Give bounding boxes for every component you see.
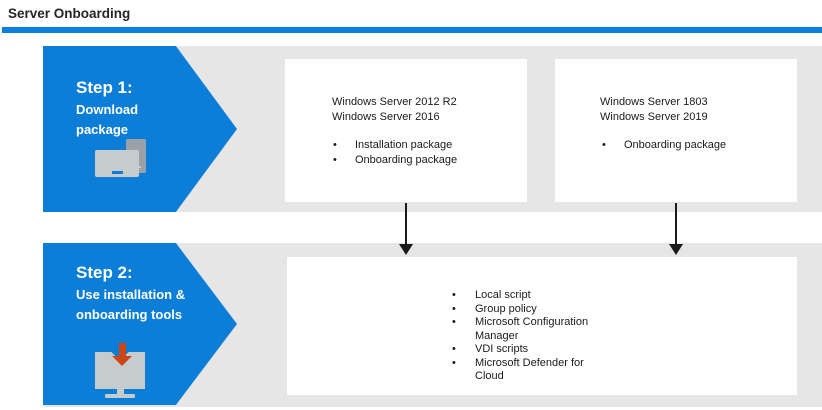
- step2-description-line2: onboarding tools: [76, 307, 183, 322]
- list-item: • Installation package: [333, 139, 453, 151]
- bullet-dot: •: [452, 343, 456, 355]
- list-item: • Group policy: [452, 302, 537, 315]
- arrow-stem: [405, 203, 407, 246]
- box2-title-line2: Windows Server 2019: [600, 111, 708, 123]
- connector-arrow-right: [669, 203, 683, 257]
- step2-label: Step 2:: [76, 263, 133, 282]
- page-title: Server Onboarding: [8, 6, 131, 21]
- bullet-dot: •: [452, 316, 456, 328]
- list-item: • Onboarding package: [333, 154, 458, 166]
- list-item: • Local script: [452, 289, 531, 301]
- tablet-icon: [95, 150, 139, 177]
- box2-title-line1: Windows Server 1803: [600, 96, 708, 108]
- tools-box: • Local script • Group policy • Microsof…: [287, 257, 797, 395]
- bullet-dot: •: [452, 356, 456, 369]
- arrow-stem: [675, 203, 677, 246]
- connector-arrow-left: [399, 203, 413, 257]
- box1-titles: Windows Server 2012 R2 Windows Server 20…: [285, 59, 527, 125]
- step1-description: Download package: [76, 102, 139, 137]
- step2-description-line1: Use installation &: [76, 287, 186, 302]
- download-arrow-head-icon: [112, 356, 132, 366]
- monitor-stand-base: [105, 394, 135, 398]
- box2-bullet-list: • Onboarding package: [555, 138, 797, 153]
- list-item: • Onboarding package: [602, 139, 727, 151]
- box2-titles: Windows Server 1803 Windows Server 2019: [555, 59, 797, 125]
- package-box-2012-2016: Windows Server 2012 R2 Windows Server 20…: [285, 59, 527, 202]
- package-box-1803-2019: Windows Server 1803 Windows Server 2019 …: [555, 59, 797, 202]
- box1-title-line2: Windows Server 2016: [332, 111, 440, 123]
- bullet-dot: •: [333, 154, 337, 166]
- title-underline-rule: [2, 27, 822, 33]
- step1-label: Step 1:: [76, 78, 133, 97]
- list-item: • VDI scripts: [452, 343, 529, 355]
- bullet-dot: •: [452, 289, 456, 301]
- box3-bullet-list: • Local script • Group policy • Microsof…: [287, 270, 797, 384]
- bullet-dot: •: [452, 302, 456, 315]
- arrow-head-icon: [669, 244, 683, 255]
- box1-bullet-list: • Installation package • Onboarding pack…: [285, 138, 527, 168]
- tablet-button-dash: [112, 170, 123, 174]
- monitor-stand: [117, 389, 124, 395]
- bullet-dot: •: [602, 139, 606, 151]
- arrow-head-icon: [399, 244, 413, 255]
- step1-text: Step 1: Download package: [76, 76, 187, 140]
- download-arrow-icon: [119, 343, 126, 357]
- list-item: • Microsoft Configuration Manager: [452, 316, 589, 342]
- step2-text: Step 2: Use installation & onboarding to…: [76, 261, 187, 325]
- bullet-dot: •: [333, 139, 337, 151]
- list-item: • Microsoft Defender for Cloud: [452, 356, 584, 383]
- box1-title-line1: Windows Server 2012 R2: [332, 96, 457, 108]
